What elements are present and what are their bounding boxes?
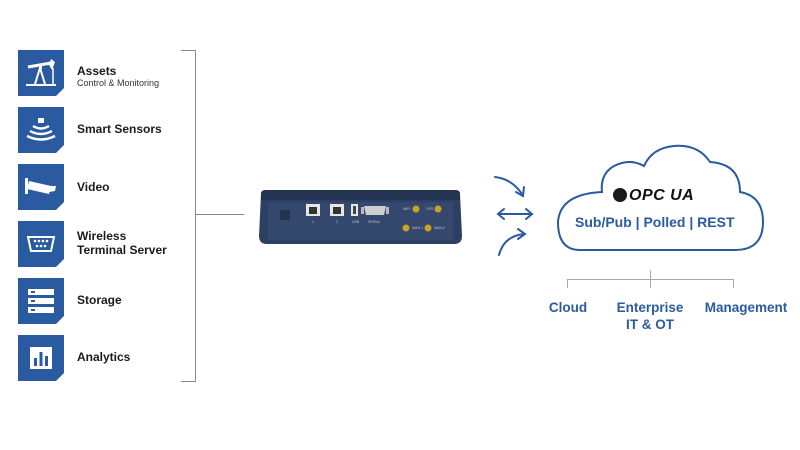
camera-icon	[25, 178, 56, 194]
tile-storage	[18, 278, 64, 324]
tile-assets	[18, 50, 64, 96]
port-label: SERIAL	[368, 220, 381, 224]
tile-wireless-terminal	[18, 221, 64, 267]
antenna-label: GPS	[426, 207, 434, 211]
label-video: Video	[77, 180, 110, 194]
gateway-device: 1 2 USB SERIAL WIFI GPS WAN-1 WAN-2	[259, 190, 462, 244]
label-assets: Assets Control & Monitoring	[77, 64, 160, 88]
sublabel-assets: Control & Monitoring	[77, 78, 160, 88]
analytics-chart-icon	[30, 347, 52, 369]
cloud-shape	[556, 144, 765, 251]
ethernet-port-2	[330, 204, 344, 216]
serial-port-icon	[26, 236, 56, 252]
tile-analytics	[18, 335, 64, 381]
label-storage: Storage	[77, 293, 122, 307]
label-analytics: Analytics	[77, 350, 131, 364]
antenna-label: WIFI	[403, 207, 410, 211]
destination-management: Management	[704, 300, 788, 315]
usb-port	[351, 204, 358, 216]
arrow-out-icon	[498, 233, 525, 256]
destination-enterprise: Enterprise IT & OT	[616, 300, 684, 332]
sensor-waves-icon	[26, 118, 56, 141]
serial-port	[361, 206, 389, 215]
antenna-label: WAN-2	[434, 226, 445, 230]
label-wireless-terminal: Wireless Terminal Server	[77, 229, 167, 257]
data-flow-arrows	[494, 176, 534, 256]
port-label: 1	[312, 220, 314, 224]
antenna-label: WAN-1	[412, 226, 423, 230]
destination-cloud: Cloud	[548, 300, 588, 315]
oil-pump-icon	[26, 59, 56, 86]
cloud-protocols: Sub/Pub | Polled | REST	[575, 214, 735, 230]
globe-icon	[613, 188, 627, 202]
ethernet-port-1	[306, 204, 320, 216]
arrow-in-icon	[494, 176, 523, 195]
antenna-connectors	[402, 205, 442, 232]
tile-smart-sensors	[18, 107, 64, 153]
label-smart-sensors: Smart Sensors	[77, 122, 162, 136]
port-label: USB	[352, 220, 360, 224]
port-label: 2	[336, 220, 338, 224]
opc-ua-logo: OPC UA	[613, 187, 694, 205]
tile-video	[18, 164, 64, 210]
storage-server-icon	[28, 289, 54, 313]
